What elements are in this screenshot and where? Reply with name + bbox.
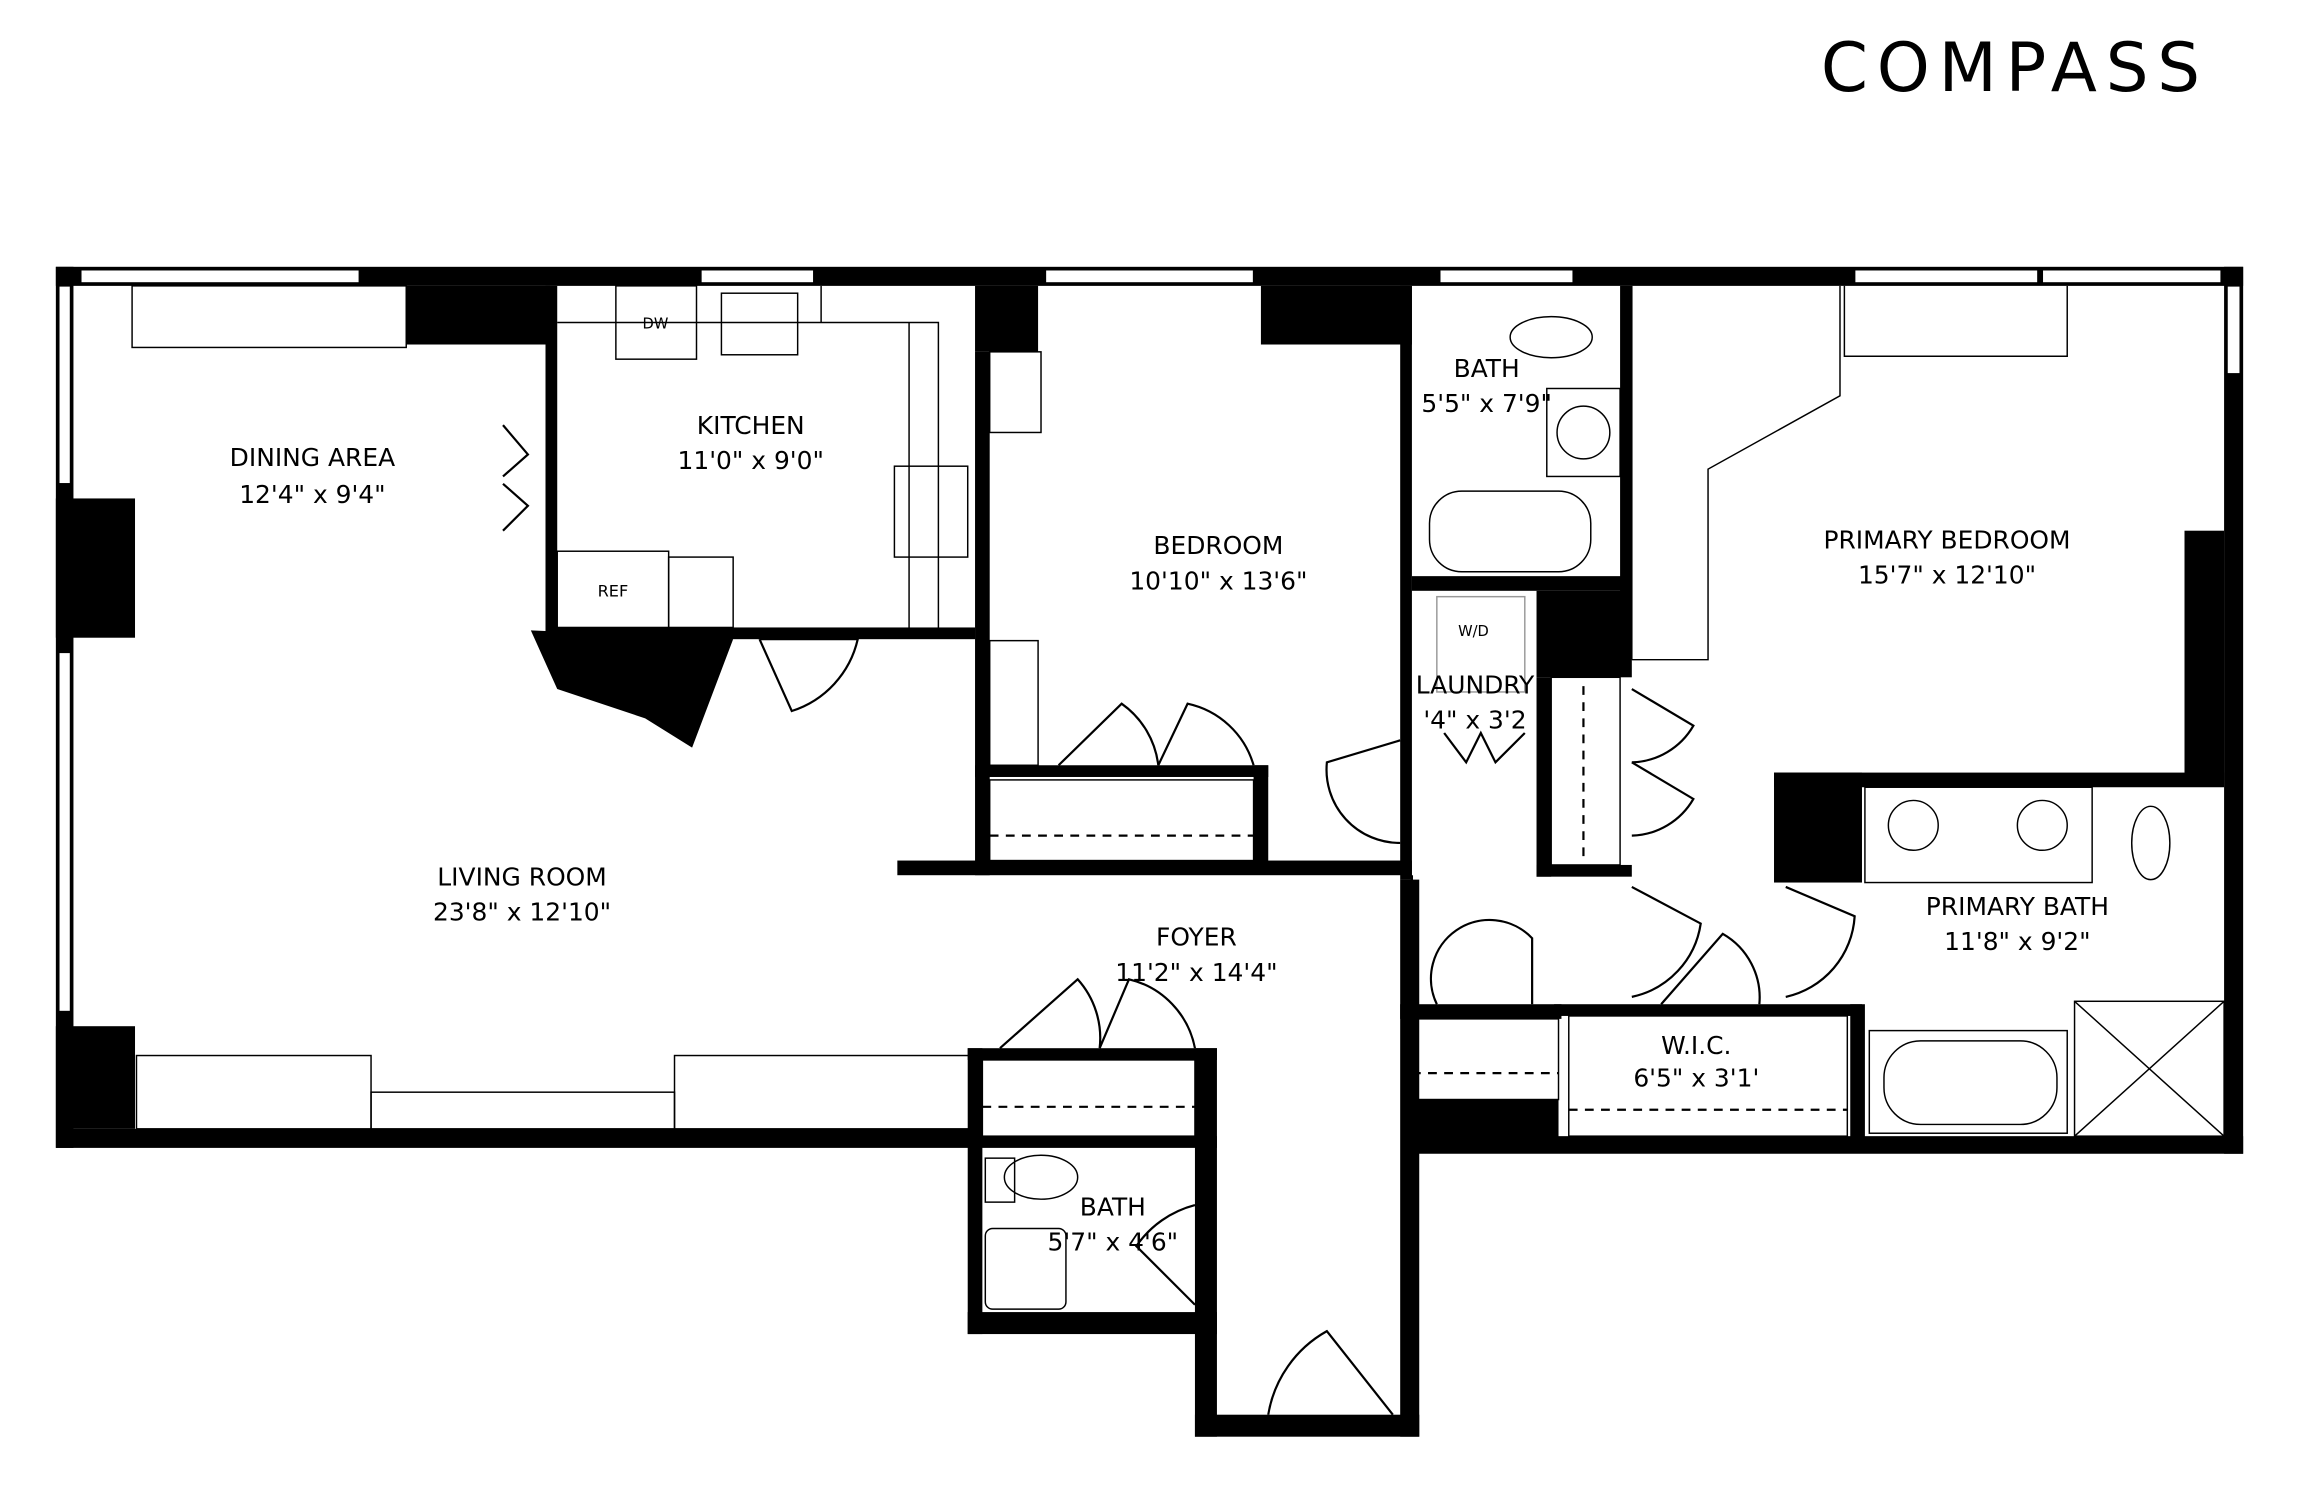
wic-name: W.I.C.: [1661, 1031, 1731, 1060]
washer-dryer-label: W/D: [1458, 623, 1489, 640]
primary-bedroom-size: 15'7" x 12'10": [1858, 560, 2036, 589]
kitchen-size: 11'0" x 9'0": [678, 446, 824, 475]
fixtures: [131, 285, 2225, 1310]
bath-size: 5'5" x 7'9": [1421, 389, 1552, 418]
walls: [55, 266, 2244, 1437]
foyer-name: FOYER: [1156, 923, 1237, 952]
kitchen-name: KITCHEN: [697, 411, 805, 440]
living-room-size: 23'8" x 12'10": [433, 898, 611, 927]
bath-small-name: BATH: [1080, 1192, 1146, 1221]
bath-small-size: 5'7" x 4'6": [1048, 1228, 1179, 1257]
foyer-size: 11'2" x 14'4": [1115, 958, 1277, 987]
laundry-size: '4" x 3'2: [1423, 706, 1526, 735]
dining-area-size: 12'4" x 9'4": [239, 480, 385, 509]
primary-bath-name: PRIMARY BATH: [1926, 892, 2109, 921]
primary-bath-size: 11'8" x 9'2": [1944, 927, 2090, 956]
room-labels: DINING AREA 12'4" x 9'4" KITCHEN 11'0" x…: [230, 354, 2109, 1257]
windows: [58, 269, 2241, 1013]
bedroom-name: BEDROOM: [1153, 531, 1283, 560]
doors: [502, 424, 1856, 1416]
living-room-name: LIVING ROOM: [437, 862, 606, 891]
laundry-name: LAUNDRY: [1416, 670, 1535, 699]
appliance-labels: DW REF W/D: [598, 315, 1489, 640]
dishwasher-label: DW: [643, 315, 669, 332]
bath-name: BATH: [1454, 354, 1520, 383]
primary-bedroom-name: PRIMARY BEDROOM: [1823, 525, 2070, 554]
refrigerator-label: REF: [598, 582, 629, 601]
compass-logo: COMPASS: [1821, 28, 2209, 107]
dining-area-name: DINING AREA: [230, 443, 395, 472]
bedroom-size: 10'10" x 13'6": [1129, 566, 1307, 595]
wic-size: 6'5" x 3'1': [1633, 1063, 1759, 1092]
